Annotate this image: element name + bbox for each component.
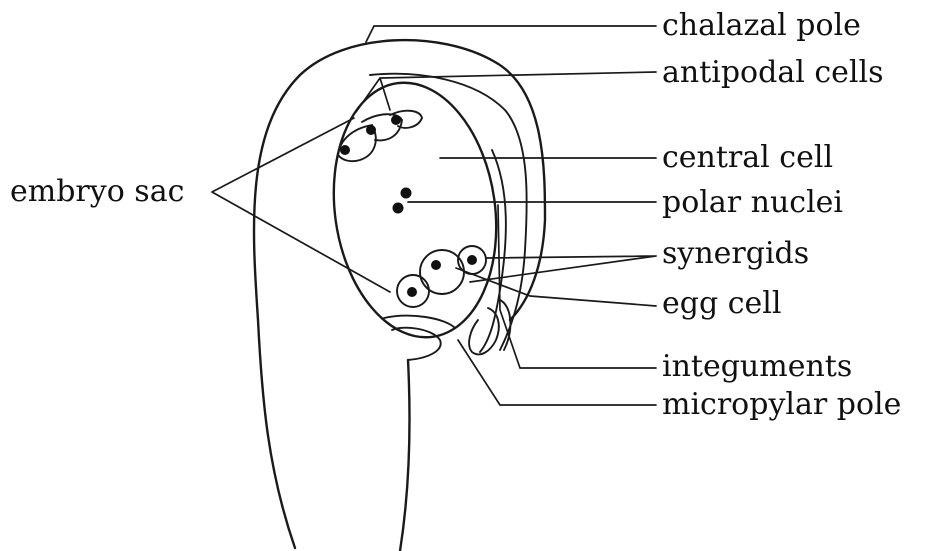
synergid-upper-nucleus: [467, 255, 477, 265]
antipodal-nucleus-3: [391, 115, 401, 125]
synergid-lower-nucleus: [407, 287, 417, 297]
label-chalazal-pole: chalazal pole: [662, 8, 861, 43]
label-embryo-sac: embryo sac: [10, 174, 184, 209]
label-polar-nuclei: polar nuclei: [662, 185, 843, 220]
leader-antipodal-cells: [356, 72, 656, 112]
integument-lip-left-2: [384, 316, 455, 328]
egg-cell-nucleus: [431, 260, 441, 270]
antipodal-nucleus-1: [340, 145, 350, 155]
leader-synergids: [470, 256, 656, 282]
label-antipodal-cells: antipodal cells: [662, 55, 883, 90]
polar-nucleus-1: [401, 188, 412, 199]
label-integuments: integuments: [662, 349, 852, 384]
egg-cell: [420, 250, 464, 294]
antipodal-nucleus-2: [366, 125, 376, 135]
leader-integuments: [498, 205, 656, 368]
ovule-inner-stalk-edge: [400, 360, 410, 551]
integument-lip-left: [392, 328, 441, 360]
leader-embryo-sac: [212, 118, 390, 292]
label-egg-cell: egg cell: [662, 286, 781, 321]
label-central-cell: central cell: [662, 140, 833, 175]
polar-nucleus-2: [393, 203, 404, 214]
label-micropylar-pole: micropylar pole: [662, 387, 901, 422]
label-synergids: synergids: [662, 236, 809, 271]
